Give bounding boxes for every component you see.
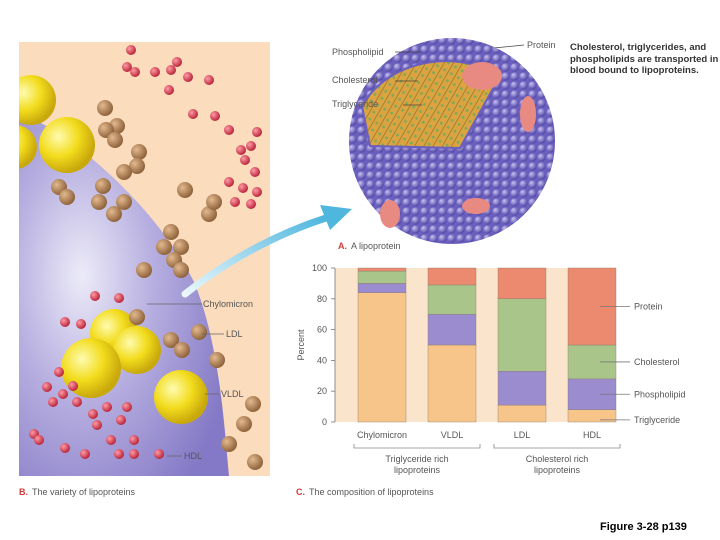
label-ldl: LDL <box>226 329 243 339</box>
group-label-line2: lipoproteins <box>394 465 441 475</box>
hdl-particles <box>29 45 262 459</box>
legend-label-triglyceride: Triglyceride <box>634 415 680 425</box>
bar-segment-cholesterol <box>357 270 407 284</box>
panel-a-caption-text: A lipoprotein <box>351 241 401 251</box>
bar-segment-triglyceride <box>497 404 547 423</box>
figure-reference: Figure 3-28 p139 <box>600 521 687 533</box>
panel-a-caption: A. A lipoprotein <box>338 241 401 251</box>
bar-segment-protein <box>427 267 477 286</box>
panel-b-letter: B. <box>19 487 28 497</box>
group-label-line1: Triglyceride rich <box>385 454 448 464</box>
x-category-label: HDL <box>583 430 601 440</box>
x-category-label: LDL <box>514 430 531 440</box>
y-tick-label: 80 <box>317 294 327 304</box>
x-category-label: Chylomicron <box>357 430 407 440</box>
bar-segment-cholesterol <box>427 284 477 315</box>
panel-a-letter: A. <box>338 241 347 251</box>
protein-patch-2 <box>380 200 400 228</box>
lipoprotein-variety-illustration <box>19 42 270 476</box>
bar-segment-phospholipid <box>357 283 407 293</box>
bar-segment-triglyceride <box>357 292 407 423</box>
label-cholesterol: Cholesterol <box>332 75 378 85</box>
panel-b-leader-lines <box>147 303 224 457</box>
transport-description: Cholesterol, triglycerides, and phosphol… <box>570 42 719 76</box>
x-category-label: VLDL <box>441 430 464 440</box>
y-tick-label: 40 <box>317 355 327 365</box>
panel-b-caption-text: The variety of lipoproteins <box>32 487 136 497</box>
y-tick-label: 0 <box>322 417 327 427</box>
label-vldl: VLDL <box>221 389 244 399</box>
y-tick-label: 60 <box>317 325 327 335</box>
label-triglyceride: Triglyceride <box>332 99 379 109</box>
bar-segment-phospholipid <box>567 378 617 410</box>
group-label-line1: Cholesterol rich <box>526 454 589 464</box>
panel-a-leader-lines <box>395 44 525 106</box>
bar-segment-phospholipid <box>497 370 547 406</box>
y-tick-label: 20 <box>317 386 327 396</box>
panel-c-letter: C. <box>296 487 305 497</box>
legend-label-cholesterol: Cholesterol <box>634 357 680 367</box>
label-chylomicron: Chylomicron <box>203 299 254 309</box>
bar-segment-triglyceride <box>427 344 477 423</box>
protein-patch-4 <box>462 198 490 214</box>
ldl-particles <box>51 100 263 470</box>
legend-label-protein: Protein <box>634 302 663 312</box>
panel-c-caption-text: The composition of lipoproteins <box>309 487 434 497</box>
legend-label-phospholipid: Phospholipid <box>634 389 686 399</box>
lipoprotein-particle-illustration <box>349 38 555 244</box>
label-hdl: HDL <box>184 451 203 461</box>
group-bracket <box>493 444 621 449</box>
label-phospholipid: Phospholipid <box>332 47 384 57</box>
group-bracket <box>353 444 481 449</box>
y-axis-label: Percent <box>296 329 306 361</box>
arrow-icon <box>181 205 352 298</box>
bar-segment-protein <box>497 267 547 299</box>
group-label-line2: lipoproteins <box>534 465 581 475</box>
bar-segment-phospholipid <box>427 314 477 346</box>
protein-patch <box>462 62 502 90</box>
bar-segment-cholesterol <box>497 298 547 372</box>
label-protein: Protein <box>527 40 556 50</box>
protein-patch-3 <box>520 96 536 132</box>
bar-segment-protein <box>357 267 407 272</box>
y-tick-label: 100 <box>312 263 327 273</box>
panel-b-caption: B. The variety of lipoproteins <box>19 487 135 497</box>
panel-c-caption: C. The composition of lipoproteins <box>296 487 434 497</box>
